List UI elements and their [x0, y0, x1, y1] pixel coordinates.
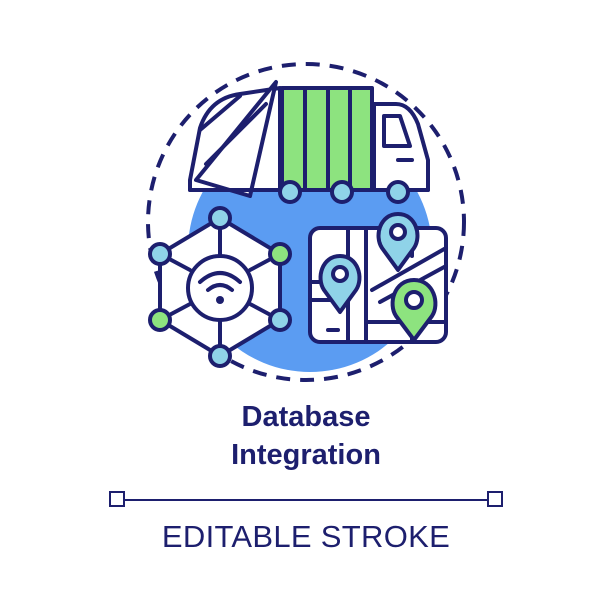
title-line-1: Database [241, 401, 371, 433]
wifi-icon [198, 271, 242, 304]
map-pin-icon [390, 278, 438, 342]
right-handle [487, 491, 503, 507]
garbage-truck-icon [188, 80, 430, 204]
left-handle [109, 491, 125, 507]
title-line-2: Integration [231, 439, 381, 471]
dashed-circle-frame [146, 62, 466, 382]
footer-label: EDITABLE STROKE [161, 519, 451, 554]
map-pin-icon [376, 212, 420, 272]
map-pin-icon [318, 254, 362, 314]
selection-divider [109, 491, 503, 507]
